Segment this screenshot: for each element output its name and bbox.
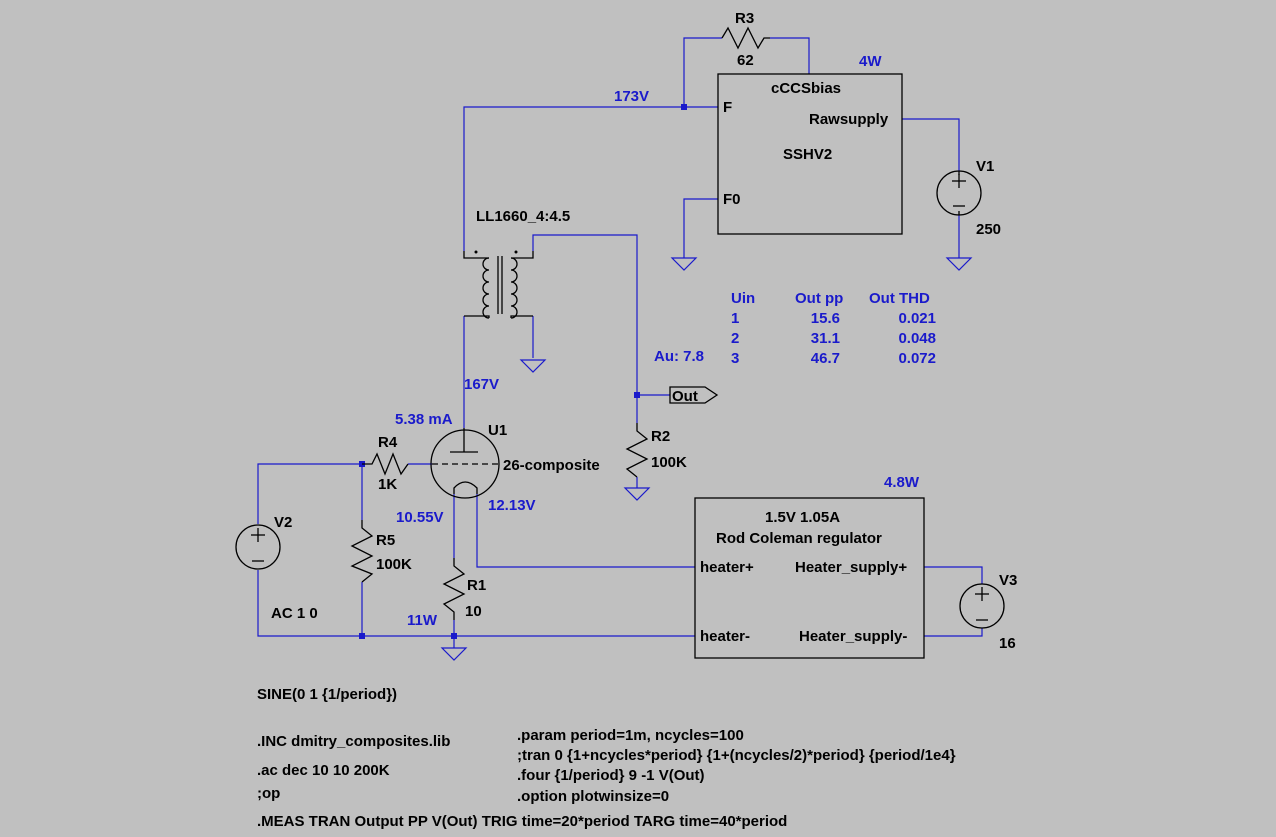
r1-name: R1 <box>467 577 486 594</box>
voltage-source-v3 <box>959 583 1005 629</box>
voltage-source-v1 <box>936 170 982 216</box>
heater-pin-minus: heater- <box>700 628 750 645</box>
ccs-power-annotation: 4W <box>859 53 882 70</box>
v2-name: V2 <box>274 514 292 531</box>
directive-four: .four {1/period} 9 -1 V(Out) <box>517 767 705 784</box>
heater-block-title2: Rod Coleman regulator <box>716 530 882 547</box>
junction-dot <box>681 104 687 110</box>
out-port-label: Out <box>672 388 698 405</box>
r2-value: 100K <box>651 454 687 471</box>
resistor-r4 <box>362 452 409 476</box>
junction-dot <box>634 392 640 398</box>
node-voltage-173: 173V <box>614 88 649 105</box>
v2-value: AC 1 0 <box>271 605 318 622</box>
table-cell: 2 <box>731 330 739 347</box>
table-cell: 1 <box>731 310 739 327</box>
transformer-name: LL1660_4:4.5 <box>476 208 570 225</box>
directive-option: .option plotwinsize=0 <box>517 788 669 805</box>
ccs-pin-f0: F0 <box>723 191 741 208</box>
ground-symbols <box>440 257 973 661</box>
ccs-pin-rawsupply: Rawsupply <box>809 111 889 128</box>
ccs-pin-f: F <box>723 99 732 116</box>
component-labels: R3 62 R4 1K R5 100K R2 100K R1 10 V1 250… <box>271 10 1017 652</box>
directive-tran: ;tran 0 {1+ncycles*period} {1+(ncycles/2… <box>517 747 956 764</box>
directive-param: .param period=1m, ncycles=100 <box>517 727 744 744</box>
heater-supply-minus: Heater_supply- <box>799 628 907 645</box>
r1-value: 10 <box>465 603 482 620</box>
directive-op: ;op <box>257 785 280 802</box>
directive-inc: .INC dmitry_composites.lib <box>257 733 450 750</box>
resistor-r3 <box>721 26 770 50</box>
table-header-outpp: Out pp <box>795 290 843 307</box>
v1-name: V1 <box>976 158 994 175</box>
gain-annotation: Au: 7.8 <box>654 348 704 365</box>
ground-icon <box>945 257 973 271</box>
resistor-r1 <box>442 558 466 620</box>
heater-supply-plus: Heater_supply+ <box>795 559 907 576</box>
ccs-bias-block: cCCSbias SSHV2 F F0 Rawsupply 4W <box>717 53 903 235</box>
spice-directives: SINE(0 1 {1/period}) .INC dmitry_composi… <box>257 686 956 830</box>
r2-name: R2 <box>651 428 670 445</box>
triode-u1 <box>430 428 500 499</box>
heater-block-title1: 1.5V 1.05A <box>765 509 840 526</box>
node-annotations: 173V 167V 5.38 mA 10.55V 12.13V 11W Au: … <box>395 88 704 629</box>
r1-power: 11W <box>407 612 438 629</box>
r3-value: 62 <box>737 52 754 69</box>
u1-name: U1 <box>488 422 507 439</box>
table-header-uin: Uin <box>731 290 755 307</box>
ground-icon <box>440 647 468 661</box>
cathode-voltage-2: 12.13V <box>488 497 536 514</box>
table-cell: 31.1 <box>811 330 840 347</box>
resistor-r5 <box>350 520 374 583</box>
table-cell: 46.7 <box>811 350 840 367</box>
r5-value: 100K <box>376 556 412 573</box>
table-cell: 0.048 <box>898 330 936 347</box>
r3-name: R3 <box>735 10 754 27</box>
ground-icon <box>670 257 698 271</box>
v3-name: V3 <box>999 572 1017 589</box>
directive-ac: .ac dec 10 10 200K <box>257 762 390 779</box>
resistor-r2 <box>625 423 649 478</box>
junction-dot <box>359 633 365 639</box>
table-header-outthd: Out THD <box>869 290 930 307</box>
transformer-ll1660 <box>463 250 534 319</box>
ground-icon <box>623 487 651 501</box>
node-voltage-167: 167V <box>464 376 499 393</box>
heater-regulator-block: 1.5V 1.05A Rod Coleman regulator heater+… <box>694 474 925 659</box>
cathode-voltage-1: 10.55V <box>396 509 444 526</box>
directive-meas: .MEAS TRAN Output PP V(Out) TRIG time=20… <box>257 813 787 830</box>
directive-sine: SINE(0 1 {1/period}) <box>257 686 397 703</box>
table-cell: 0.072 <box>898 350 936 367</box>
v3-value: 16 <box>999 635 1016 652</box>
voltage-source-v2 <box>235 524 281 570</box>
results-table: Uin Out pp Out THD 1 15.6 0.021 2 31.1 0… <box>731 290 936 367</box>
wires <box>257 37 983 648</box>
heater-pin-plus: heater+ <box>700 559 754 576</box>
junction-dot <box>451 633 457 639</box>
ccs-block-subtitle: SSHV2 <box>783 146 832 163</box>
ground-icon <box>519 359 547 373</box>
r4-name: R4 <box>378 434 398 451</box>
table-cell: 3 <box>731 350 739 367</box>
plate-current: 5.38 mA <box>395 411 453 428</box>
r5-name: R5 <box>376 532 395 549</box>
ccs-block-title: cCCSbias <box>771 80 841 97</box>
out-port: Out <box>669 386 719 405</box>
r4-value: 1K <box>378 476 397 493</box>
u1-model: 26-composite <box>503 457 600 474</box>
heater-power-annotation: 4.8W <box>884 474 920 491</box>
table-cell: 15.6 <box>811 310 840 327</box>
table-cell: 0.021 <box>898 310 936 327</box>
v1-value: 250 <box>976 221 1001 238</box>
